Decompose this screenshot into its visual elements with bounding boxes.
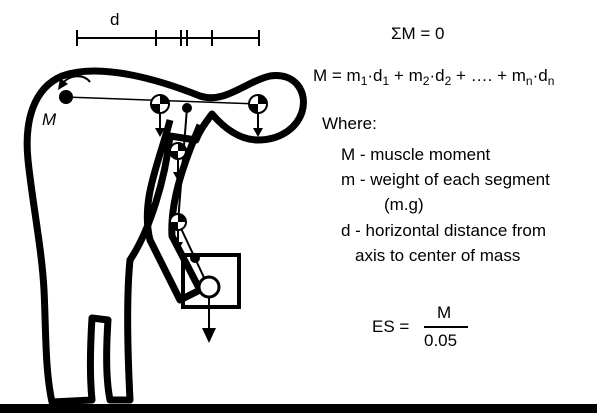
distance-label: d [110,10,120,29]
forearm-center-of-mass [169,213,187,251]
distance-ticks [76,30,260,46]
legend-muscle-moment: M - muscle moment [341,145,491,164]
trunk-center-of-mass [150,94,170,137]
legend-distance-line1: d - horizontal distance from [341,221,547,240]
where-heading: Where: [322,114,377,133]
es-denominator: 0.05 [424,331,458,350]
load-box [181,253,241,309]
upper-arm-center-of-mass [169,142,187,181]
elbow-joint [190,253,200,263]
load-center-of-mass [197,275,221,343]
legend-segment-weight: m - weight of each segment [341,170,550,189]
arm-outline [143,119,204,304]
moment-equation: M = m1·d1 + m2·d2 + …. + mn·dn [313,66,555,88]
head-center-of-mass [248,94,268,137]
es-fraction-bar [424,326,468,328]
hip-axis-point [59,90,73,104]
sum-moments-equation: ΣM = 0 [391,24,445,43]
shoulder-joint [182,103,192,113]
legend-segment-weight-formula: (m.g) [384,195,424,214]
moment-label: M [42,110,57,129]
moment-arrowhead [58,78,68,90]
legend-distance-line2: axis to center of mass [355,246,521,265]
upper-arm-segment-line [177,107,188,223]
es-lhs: ES = [372,317,410,336]
body-outline [23,67,307,406]
es-numerator: M [437,303,452,322]
ground-line [0,404,597,413]
